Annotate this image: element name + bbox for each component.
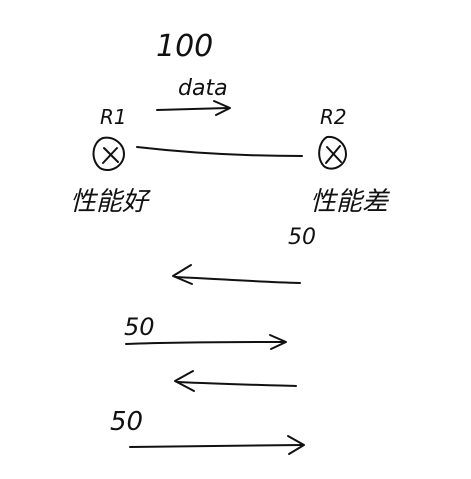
number-50-bottom: 50 xyxy=(110,407,143,437)
router2-label: R2 xyxy=(320,105,347,129)
number-50-right: 50 xyxy=(288,225,316,250)
arrow-leftward-1 xyxy=(172,264,301,285)
router1-icon xyxy=(92,136,125,172)
arrow-rightward-2 xyxy=(129,435,305,455)
router2-icon xyxy=(318,135,347,170)
arrow-rightward-1 xyxy=(125,334,287,350)
data-arrow xyxy=(156,100,231,116)
left-caption: 性能好 xyxy=(70,187,151,217)
right-caption: 性能差 xyxy=(310,187,391,217)
arrow-leftward-2 xyxy=(174,370,297,392)
link-line xyxy=(136,146,303,157)
number-50-mid: 50 xyxy=(124,313,155,341)
top-number-label: 100 xyxy=(156,29,213,64)
router1-label: R1 xyxy=(100,105,127,129)
data-label: data xyxy=(178,76,228,101)
